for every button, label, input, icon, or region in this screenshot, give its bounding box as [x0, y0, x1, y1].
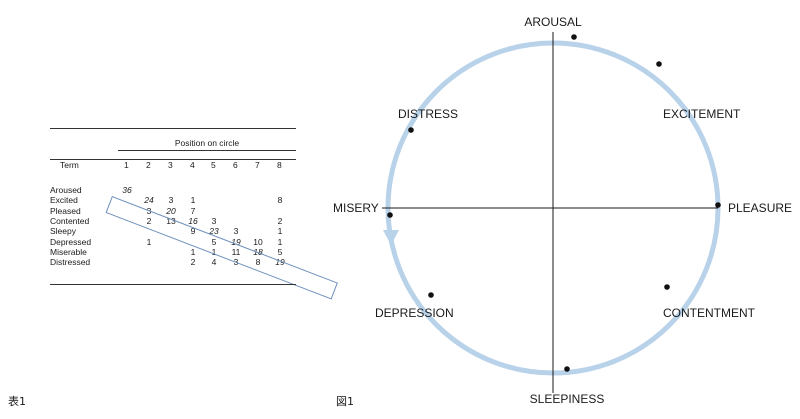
point-contentment — [664, 284, 670, 290]
table-term-cell: Depressed — [50, 236, 92, 247]
diagram-caption: 図1 — [336, 395, 354, 408]
table-top-rule — [50, 128, 296, 129]
table-value-cell: 8 — [255, 257, 261, 268]
table-value-cell: 1 — [190, 195, 196, 206]
label-contentment: CONTENTMENT — [663, 306, 756, 320]
table-value-cell: 2 — [146, 215, 152, 226]
table-caption: 表1 — [8, 395, 26, 408]
table-col-header: 1 — [124, 160, 129, 170]
table-value-cell: 3 — [146, 205, 152, 216]
table-value-cell: 3 — [233, 226, 239, 237]
table-value-cell: 16 — [188, 215, 198, 226]
table-value-cell: 5 — [277, 246, 283, 257]
label-arousal: AROUSAL — [524, 15, 582, 29]
point-pleasure — [715, 202, 721, 208]
table-value-cell: 1 — [277, 236, 283, 247]
table-value-cell: 1 — [211, 246, 217, 257]
label-pleasure: PLEASURE — [728, 201, 792, 215]
table-value-cell: 3 — [233, 257, 239, 268]
table-value-cell: 8 — [277, 195, 283, 206]
label-excitement: EXCITEMENT — [663, 107, 741, 121]
table-value-cell: 1 — [190, 246, 196, 257]
table-term-cell: Excited — [50, 195, 78, 206]
table-col-header: 2 — [146, 160, 151, 170]
table-value-cell: 1 — [146, 236, 152, 247]
table-col-header: 4 — [190, 160, 195, 170]
table-span-rule — [118, 150, 296, 151]
table-value-cell: 24 — [144, 195, 154, 206]
table-value-cell: 2 — [190, 257, 196, 268]
circle-direction-arrow — [383, 230, 399, 245]
table-value-cell: 7 — [190, 205, 196, 216]
point-distress — [408, 127, 414, 133]
table-term-cell: Sleepy — [50, 226, 76, 237]
table-value-cell: 10 — [253, 236, 263, 247]
label-misery: MISERY — [333, 201, 379, 215]
table-value-cell: 13 — [166, 215, 176, 226]
table-col-header: 7 — [255, 160, 260, 170]
table-span-title: Position on circle — [174, 138, 240, 148]
table-value-cell: 5 — [211, 236, 217, 247]
table-value-cell: 3 — [211, 215, 217, 226]
label-depression: DEPRESSION — [375, 306, 454, 320]
table-value-cell: 19 — [275, 257, 285, 268]
table-value-cell: 2 — [277, 215, 283, 226]
label-sleepiness: SLEEPINESS — [530, 392, 605, 406]
point-depression — [428, 292, 434, 298]
table-value-cell: 20 — [166, 205, 176, 216]
point-excitement — [656, 61, 662, 67]
table-col-header: 5 — [211, 160, 216, 170]
table-value-cell: 23 — [209, 226, 219, 237]
table-term-cell: Aroused — [50, 185, 82, 195]
label-distress: DISTRESS — [398, 107, 458, 121]
table-bottom-rule — [50, 284, 296, 285]
table-value-cell: 11 — [231, 246, 241, 257]
table-term-cell: Distressed — [50, 257, 91, 268]
table-value-cell: 4 — [211, 257, 217, 268]
table-term-cell: Contented — [50, 215, 90, 226]
table-term-cell: Pleased — [50, 205, 81, 216]
point-misery — [387, 212, 393, 218]
point-arousal — [571, 34, 577, 40]
table-header-rule — [50, 159, 296, 160]
table-col-header: 6 — [233, 160, 238, 170]
table-value-cell: 3 — [168, 195, 174, 206]
table-value-cell: 18 — [253, 246, 263, 257]
table-term-cell: Miserable — [50, 246, 87, 257]
table-col-header: 8 — [277, 160, 282, 170]
point-sleepiness — [564, 366, 570, 372]
table-term-header: Term — [60, 160, 79, 170]
table-value-cell: 36 — [122, 185, 132, 195]
table-col-header: 3 — [168, 160, 173, 170]
table-value-cell: 9 — [190, 226, 196, 237]
table-value-cell: 19 — [231, 236, 241, 247]
table-value-cell: 1 — [277, 226, 283, 237]
